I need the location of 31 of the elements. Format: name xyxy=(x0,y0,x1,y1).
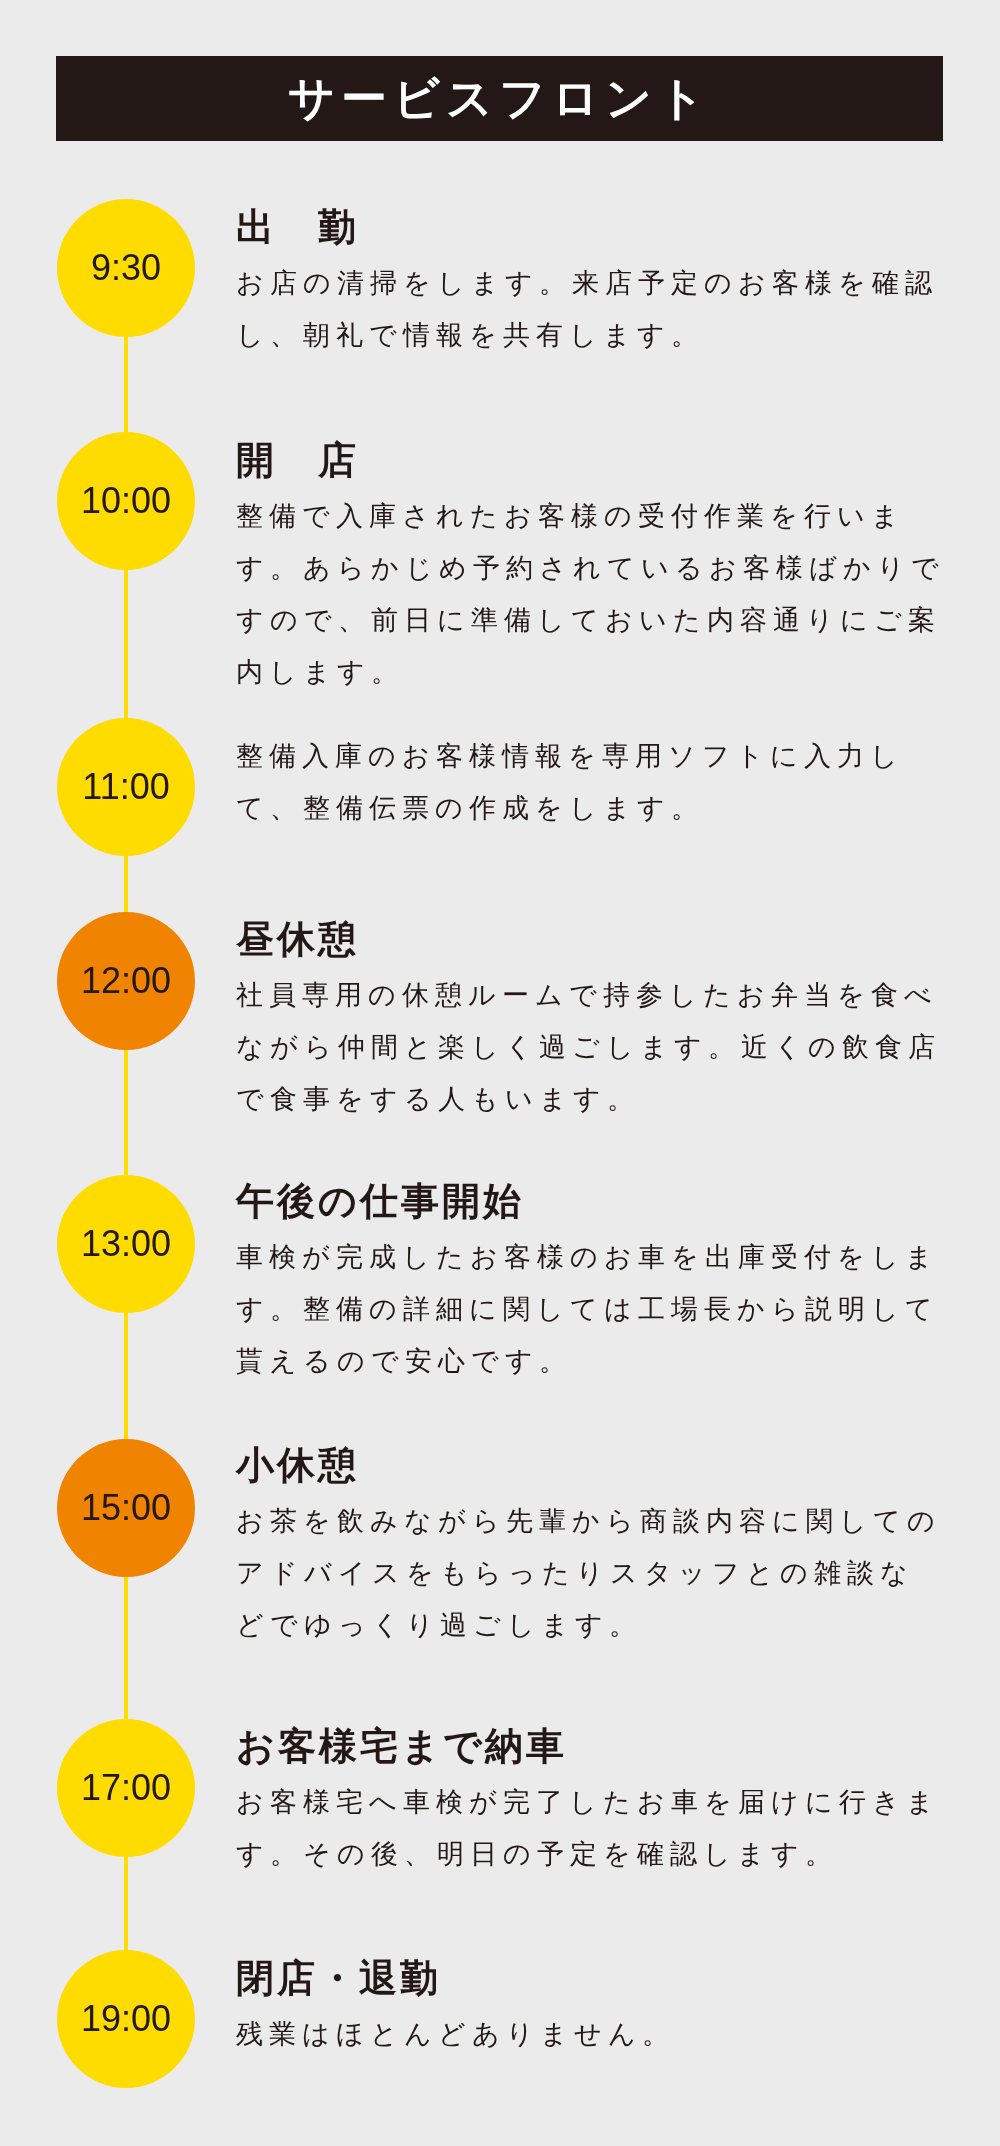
step-heading: お客様宅まで納車 xyxy=(236,1723,567,1770)
step-description: お客様宅へ車検が完了したお車を届けに行きます。その後、明日の予定を確認します。 xyxy=(236,1785,941,1871)
step-heading: 昼休憩 xyxy=(236,916,359,963)
time-circle: 11:00 xyxy=(57,718,195,856)
time-circle: 10:00 xyxy=(57,432,195,570)
step-description: 社員専用の休憩ルームで持参したお弁当を食べながら仲間と楽しく過ごします。近くの飲食店で食事をする人もいます。 xyxy=(236,978,942,1116)
step-description: お茶を飲みながら先輩から商談内容に関してのアドバイスをもらったりスタッフとの雑談などでゆっくり過ごします。 xyxy=(236,1504,942,1642)
time-circle: 13:00 xyxy=(57,1175,195,1313)
time-circle: 17:00 xyxy=(57,1719,195,1857)
timeline-connector xyxy=(124,1857,128,1950)
timeline-connector xyxy=(124,1577,128,1719)
time-circle: 19:00 xyxy=(57,1950,195,2088)
time-circle: 9:30 xyxy=(57,199,195,337)
timeline-connector xyxy=(124,570,128,718)
step-heading: 開 店 xyxy=(236,437,359,484)
timeline-connector xyxy=(124,856,128,912)
title-banner: サービスフロント xyxy=(56,56,943,141)
timeline-connector xyxy=(124,1050,128,1175)
time-circle: 12:00 xyxy=(57,912,195,1050)
step-heading: 午後の仕事開始 xyxy=(236,1178,524,1225)
step-description: 残業はほとんどありません。 xyxy=(236,2017,676,2051)
step-heading: 小休憩 xyxy=(236,1442,359,1489)
time-circle: 15:00 xyxy=(57,1439,195,1577)
step-description: お店の清掃をします。来店予定のお客様を確認し、朝礼で情報を共有します。 xyxy=(236,266,939,352)
step-description: 車検が完成したお客様のお車を出庫受付をします。整備の詳細に関しては工場長から説明して貰えるので安心です。 xyxy=(236,1240,940,1378)
step-heading: 出 勤 xyxy=(236,204,359,251)
step-heading: 閉店・退勤 xyxy=(236,1955,441,2002)
step-description: 整備入庫のお客様情報を専用ソフトに入力して、整備伝票の作成をします。 xyxy=(236,739,905,825)
timeline-connector xyxy=(124,1313,128,1439)
step-description: 整備で入庫されたお客様の受付作業を行います。あらかじめ予約されているお客様ばかりですので、前日に準備しておいた内容通りにご案内します。 xyxy=(236,499,946,689)
timeline-connector xyxy=(124,337,128,432)
